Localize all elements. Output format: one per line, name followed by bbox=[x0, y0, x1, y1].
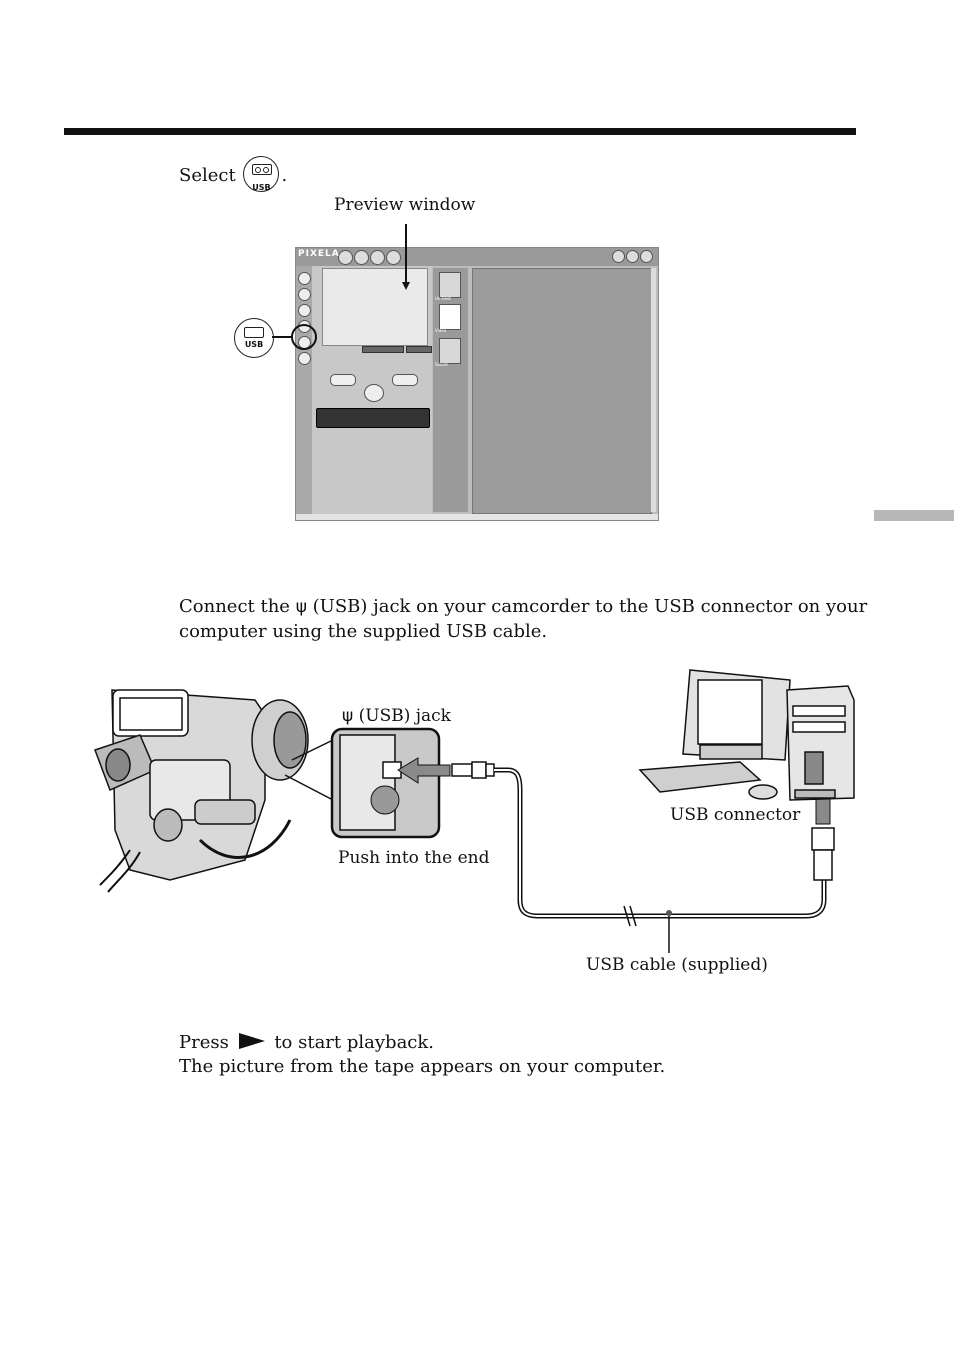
usb-connector-label: USB connector bbox=[670, 805, 801, 825]
preview-window bbox=[322, 268, 428, 346]
mode-icon-2[interactable] bbox=[298, 288, 311, 301]
usb-symbol-icon: ψ bbox=[295, 597, 307, 617]
step2-line1: Connect the ψ (USB) jack on your camcord… bbox=[179, 596, 868, 617]
usb-jack-label: ψ (USB) jack bbox=[342, 706, 451, 726]
thumbnail-1-label: Un-Shot bbox=[435, 296, 451, 301]
toolbar-button-2[interactable] bbox=[354, 250, 369, 265]
minimize-button[interactable] bbox=[612, 250, 625, 263]
camcorder-illustration bbox=[94, 689, 309, 893]
step2-line2: computer using the supplied USB cable. bbox=[179, 621, 548, 642]
title-bar: PIXELA bbox=[296, 248, 658, 266]
toolbar-button-3[interactable] bbox=[370, 250, 385, 265]
computer-illustration bbox=[638, 669, 855, 801]
footer-bar bbox=[296, 514, 658, 520]
thumbnail-1[interactable] bbox=[439, 272, 461, 298]
help-button[interactable] bbox=[626, 250, 639, 263]
mode-icon-3[interactable] bbox=[298, 304, 311, 317]
step1-text: Select USB. bbox=[179, 156, 287, 194]
record-button[interactable] bbox=[364, 384, 384, 402]
mode-icon-1[interactable] bbox=[298, 272, 311, 285]
chapter-tab bbox=[874, 510, 954, 521]
capture-button-left[interactable] bbox=[330, 374, 356, 386]
mode-icon-column bbox=[296, 266, 312, 514]
usb-capture-icon: USB bbox=[243, 156, 280, 192]
usb-symbol-icon-small: ψ bbox=[342, 706, 354, 726]
scrollbar[interactable] bbox=[651, 268, 656, 512]
close-button[interactable] bbox=[640, 250, 653, 263]
section-rule bbox=[64, 128, 856, 135]
thumbnail-2[interactable] bbox=[439, 304, 461, 330]
preview-window-callout: Preview window bbox=[334, 195, 476, 215]
volume-slider[interactable] bbox=[362, 346, 404, 353]
thumbnail-column: Un-Shot Video Sound bbox=[433, 268, 468, 512]
toolbar-button-4[interactable] bbox=[386, 250, 401, 265]
thumbnail-2-label: Video bbox=[435, 328, 447, 333]
thumbnail-3-label: Sound bbox=[435, 362, 448, 367]
app-logo: PIXELA bbox=[298, 249, 340, 259]
status-bar bbox=[316, 408, 430, 428]
mode-icon-6[interactable] bbox=[298, 352, 311, 365]
push-into-end-label: Push into the end bbox=[338, 848, 490, 868]
step3-line1: Press to start playback. bbox=[179, 1032, 435, 1053]
capture-button-right[interactable] bbox=[392, 374, 418, 386]
play-icon bbox=[238, 1033, 265, 1049]
usb-cable-label: USB cable (supplied) bbox=[586, 955, 768, 975]
toolbar-button-1[interactable] bbox=[338, 250, 353, 265]
step3-line2: The picture from the tape appears on you… bbox=[179, 1056, 666, 1077]
software-window: PIXELA Un-Shot Video Sound bbox=[295, 247, 659, 521]
zoom-slider[interactable] bbox=[406, 346, 432, 353]
thumbnail-3[interactable] bbox=[439, 338, 461, 364]
step1-select-label: Select bbox=[179, 165, 236, 186]
content-area bbox=[472, 268, 652, 514]
capture-panel bbox=[312, 266, 432, 514]
